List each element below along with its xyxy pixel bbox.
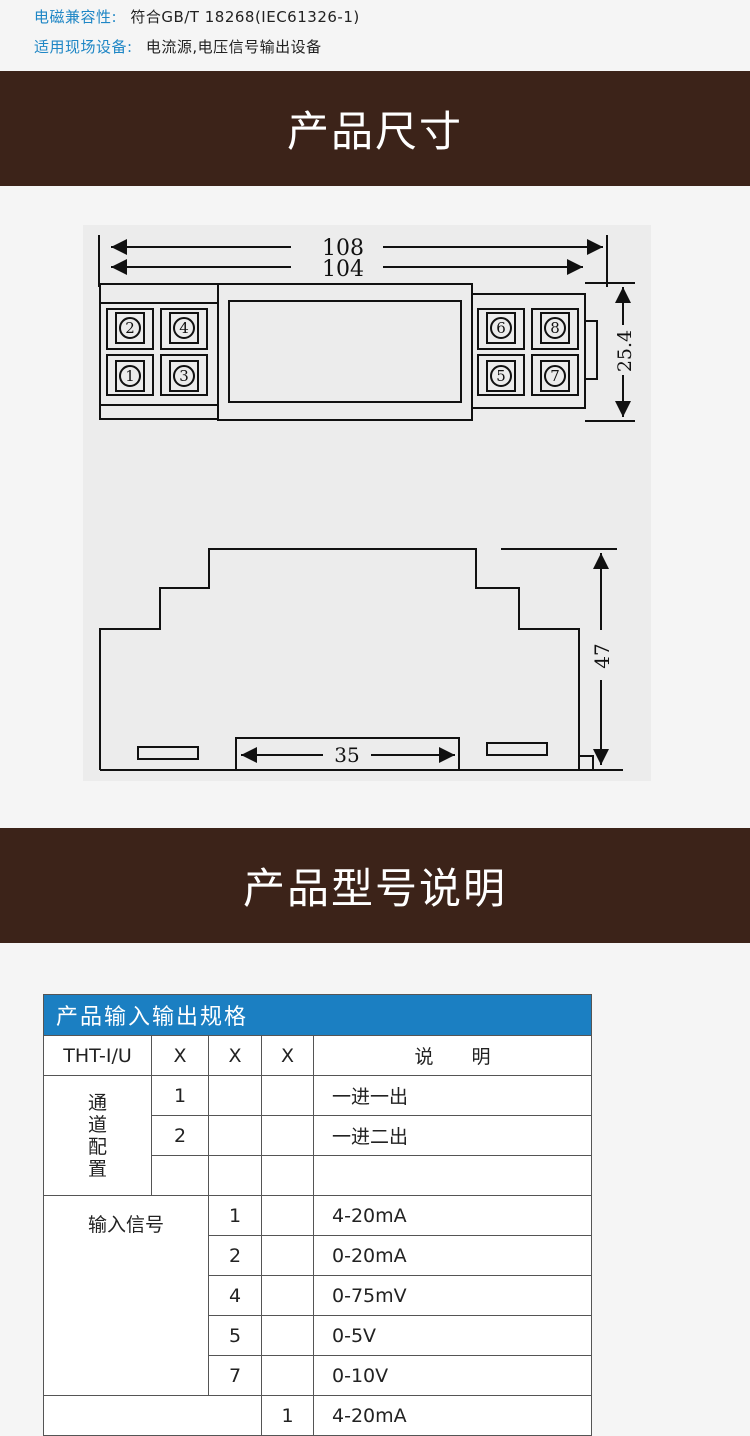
terminal-6-label: 6: [496, 319, 506, 337]
spec-devices-label: 适用现场设备:: [34, 38, 133, 56]
terminal-3-label: 3: [179, 367, 189, 385]
dim-104-label: 104: [322, 257, 364, 282]
input-desc: 0-75mV: [312, 1275, 593, 1316]
terminal-2-label: 2: [125, 319, 135, 337]
output-code: 1: [261, 1395, 314, 1436]
terminal-8-label: 8: [550, 319, 560, 337]
output-desc: 4-20mA: [312, 1395, 593, 1436]
spec-devices: 适用现场设备: 电流源,电压信号输出设备: [34, 36, 322, 57]
dimensions-banner: 产品尺寸: [0, 71, 750, 186]
spec-devices-value: 电流源,电压信号输出设备: [145, 38, 322, 56]
table-row: 通 道 配 置 1 一进一出: [43, 1075, 593, 1196]
dimensions-title: 产品尺寸: [286, 107, 463, 156]
input-desc: 4-20mA: [312, 1195, 593, 1236]
spec-emc-label: 电磁兼容性:: [34, 8, 118, 26]
dimension-drawing-svg: 108 104 25.4 47 35 2 4 1 3 6 8 5 7: [98, 235, 636, 771]
input-label: 输入信号: [43, 1195, 209, 1396]
terminal-5-label: 5: [496, 367, 506, 385]
input-code: 4: [208, 1275, 262, 1316]
channel-desc: 一进二出: [312, 1115, 593, 1156]
terminal-1-label: 1: [125, 367, 135, 385]
terminal-4-label: 4: [179, 319, 189, 337]
channel-code: 2: [151, 1115, 209, 1156]
dim-47-label: 47: [590, 643, 614, 668]
channel-desc: 一进一出: [312, 1075, 593, 1116]
channel-label-text: 通 道 配 置: [87, 1091, 107, 1180]
input-code: 5: [208, 1315, 262, 1356]
input-code: 2: [208, 1235, 262, 1276]
input-desc: 0-10V: [312, 1355, 593, 1396]
table-row: 2 0-20mA: [44, 1235, 593, 1276]
header-x3: X: [261, 1035, 314, 1076]
table-header-row: THT-I/U X X X 说 明: [43, 1035, 593, 1076]
dim-35-label: 35: [334, 743, 359, 767]
header-x2: X: [208, 1035, 262, 1076]
input-desc: 0-20mA: [312, 1235, 593, 1276]
input-code: 1: [208, 1195, 262, 1236]
dim-25-4-label: 25.4: [614, 330, 636, 372]
header-desc: 说 明: [312, 1035, 593, 1076]
dim-108-label: 108: [322, 236, 364, 261]
spec-emc-value: 符合GB/T 18268(IEC61326-1): [130, 8, 360, 26]
input-desc: 0-5V: [312, 1315, 593, 1356]
spec-emc: 电磁兼容性: 符合GB/T 18268(IEC61326-1): [34, 6, 360, 27]
input-code: 7: [208, 1355, 262, 1396]
header-x1: X: [151, 1035, 209, 1076]
model-banner: 产品型号说明: [0, 828, 750, 943]
table-row: 2 一进二出: [44, 1115, 593, 1156]
table-row: 4 0-75mV: [44, 1275, 593, 1316]
io-spec-table: 产品输入输出规格 THT-I/U X X X 说 明 通 道 配 置 1 一进一…: [42, 994, 593, 1436]
table-row: 5 0-5V: [44, 1315, 593, 1356]
dimension-drawing: 108 104 25.4 47 35 2 4 1 3 6 8 5 7: [83, 225, 651, 781]
table-row: 输入信号 1 4-20mA: [43, 1195, 593, 1396]
header-model: THT-I/U: [43, 1035, 152, 1076]
channel-label: 通 道 配 置: [43, 1075, 152, 1196]
channel-code: 1: [151, 1075, 209, 1116]
terminal-7-label: 7: [550, 367, 560, 385]
table-row: 1 4-20mA: [43, 1395, 593, 1436]
table-title: 产品输入输出规格: [42, 994, 593, 1036]
model-title: 产品型号说明: [242, 864, 507, 913]
